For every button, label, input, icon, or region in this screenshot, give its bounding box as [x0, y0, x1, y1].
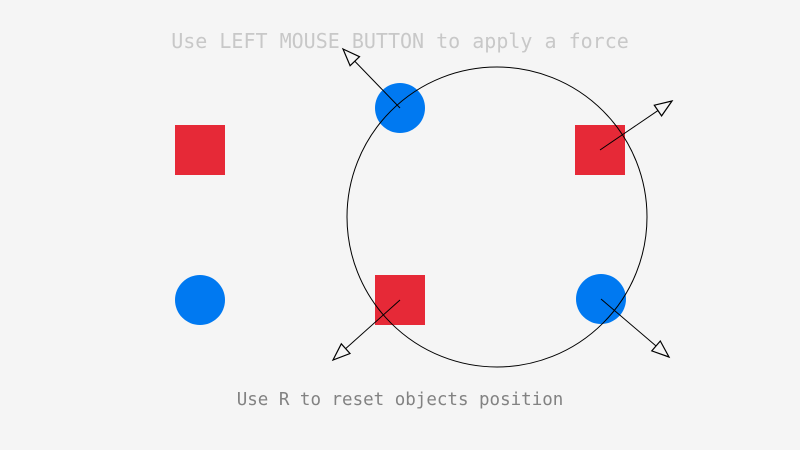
- force-arrow-bottom-right-head-icon: [650, 339, 671, 359]
- boundary-circle: [346, 66, 648, 368]
- apply-force-instruction: Use LEFT MOUSE BUTTON to apply a force: [171, 29, 629, 53]
- force-arrow-bottom-right-shaft: [600, 298, 657, 347]
- force-arrow-bottom-left-shaft: [345, 299, 401, 350]
- blue-circle-left[interactable]: [175, 275, 225, 325]
- force-arrow-bottom-left-head-icon: [331, 342, 352, 362]
- force-arrow-top-left-head-icon: [341, 47, 361, 67]
- reset-instruction: Use R to reset objects position: [236, 390, 564, 410]
- red-square-left[interactable]: [175, 125, 225, 175]
- force-arrow-top-right-shaft: [599, 110, 659, 151]
- force-arrow-top-right-head-icon: [653, 100, 674, 117]
- force-arrow-top-left-shaft: [354, 60, 401, 109]
